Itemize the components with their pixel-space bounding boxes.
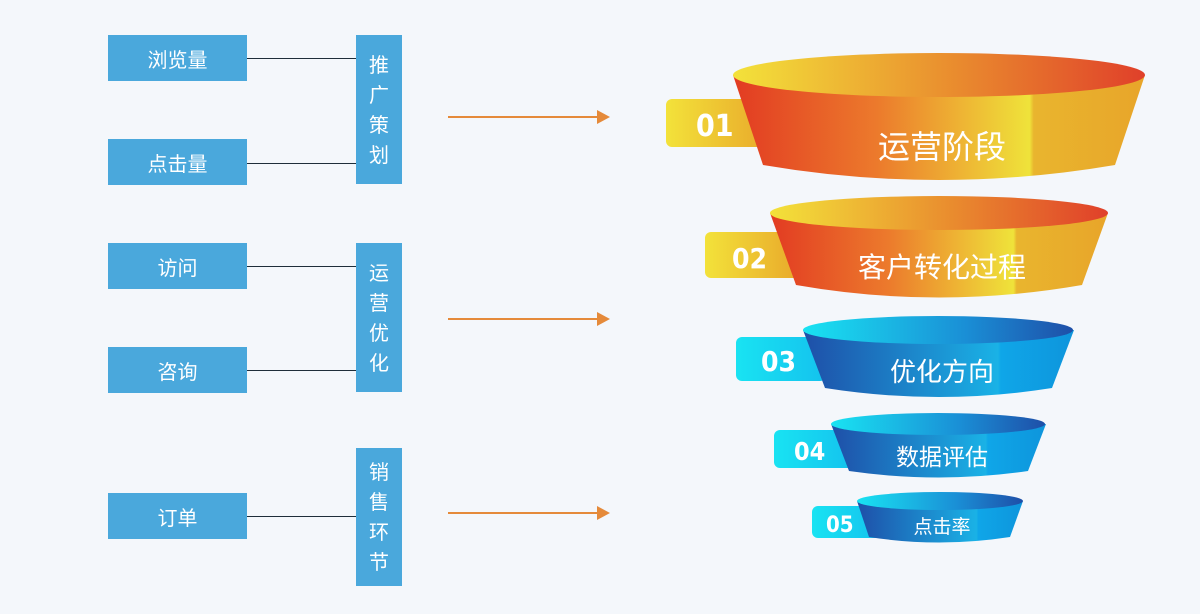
stage-char: 化: [369, 350, 389, 375]
funnel-top: [770, 196, 1108, 230]
connector-line: [247, 370, 356, 371]
funnel-level-5: 05 点击率: [812, 492, 1023, 543]
stage-char: 推: [369, 52, 389, 77]
metric-box-visits: 访问: [108, 243, 247, 289]
funnel-side: [733, 75, 1145, 180]
arrow-right-icon: [448, 506, 610, 520]
stage-char: 营: [369, 290, 389, 315]
connector-line: [247, 266, 356, 267]
metric-box-pageviews: 浏览量: [108, 35, 247, 81]
funnel-level-3: 03 优化方向: [736, 316, 1074, 397]
funnel-top: [857, 492, 1023, 510]
metric-label: 咨询: [157, 359, 198, 384]
funnel-label: 运营阶段: [878, 128, 1006, 166]
funnel-level-2: 02 客户转化过程: [705, 196, 1108, 298]
funnel-side: [857, 501, 1023, 543]
funnel-label: 客户转化过程: [858, 251, 1026, 284]
stage-char: 划: [369, 142, 389, 167]
arrow-right-icon: [448, 110, 610, 124]
funnel-number: 03: [761, 345, 796, 378]
funnel-number-tab: [774, 430, 854, 468]
funnel-label: 数据评估: [896, 445, 988, 471]
funnel-number: 02: [732, 242, 767, 275]
metric-label: 订单: [157, 505, 198, 530]
metric-box-orders: 订单: [108, 493, 247, 539]
stage-char: 广: [369, 82, 389, 107]
stage-box-optimization: 运 营 优 化: [356, 243, 402, 392]
stage-char: 优: [369, 320, 389, 345]
connector-line: [247, 163, 356, 164]
metric-label: 点击量: [147, 151, 208, 176]
stage-char: 节: [369, 550, 389, 574]
funnel-side: [831, 424, 1046, 478]
funnel-label: 优化方向: [890, 358, 994, 388]
funnel-label: 点击率: [913, 516, 970, 538]
funnel-top: [831, 413, 1045, 435]
metric-box-inquiries: 咨询: [108, 347, 247, 393]
funnel-top: [733, 53, 1145, 97]
funnel-level-1: 01 运营阶段: [666, 53, 1145, 180]
funnel-top: [803, 316, 1073, 344]
stage-char: 运: [369, 260, 389, 285]
metric-label: 浏览量: [147, 47, 208, 72]
stage-char: 销: [369, 460, 389, 484]
stage-box-sales: 销 售 环 节: [356, 448, 402, 586]
funnel-side: [770, 213, 1108, 298]
stage-char: 环: [369, 520, 389, 544]
funnel-side: [803, 330, 1074, 397]
stage-char: 售: [369, 490, 389, 514]
metric-box-clicks: 点击量: [108, 139, 247, 185]
connector-line: [247, 58, 356, 59]
funnel-number: 01: [696, 109, 734, 144]
stage-char: 策: [369, 112, 389, 137]
funnel-number: 04: [794, 437, 825, 466]
funnel-level-4: 04 数据评估: [774, 413, 1046, 478]
funnel-number: 05: [826, 513, 854, 538]
funnel-number-tab: [705, 232, 805, 278]
arrow-right-icon: [448, 312, 610, 326]
connector-line: [247, 516, 356, 517]
metric-label: 访问: [157, 255, 198, 280]
stage-box-promotion: 推 广 策 划: [356, 35, 402, 184]
funnel-number-tab: [736, 337, 826, 381]
